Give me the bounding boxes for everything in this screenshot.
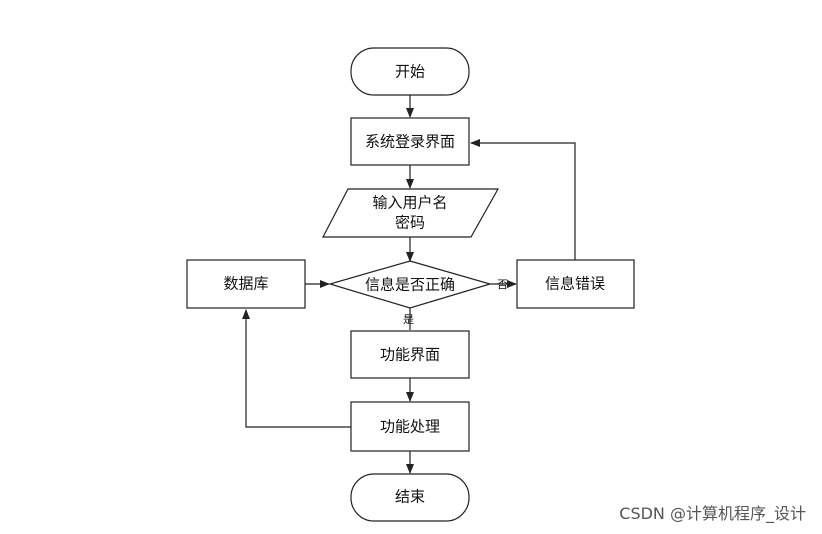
error-label: 信息错误 [545,275,605,293]
edge-error-to-login [470,139,576,260]
input-label-line1: 输入用户名 [372,194,447,212]
check-node: 信息是否正确 [327,260,493,309]
function-ui-label: 功能界面 [380,346,440,364]
input-label-line2: 密码 [395,214,425,232]
error-node: 信息错误 [516,259,635,309]
database-node: 数据库 [186,259,306,309]
login-node: 系统登录界面 [350,117,470,166]
end-node: 结束 [350,473,470,522]
input-node: 输入用户名 密码 [322,188,500,238]
function-proc-label: 功能处理 [380,418,440,436]
start-node: 开始 [350,47,470,96]
edge-label-yes: 是 [403,313,414,326]
edge-proc-to-database [242,309,351,428]
edge-label-no: 否 [497,278,508,291]
check-label: 信息是否正确 [365,276,455,294]
watermark: CSDN @计算机程序_设计 [619,504,806,523]
function-proc-node: 功能处理 [350,401,470,452]
function-ui-node: 功能界面 [350,330,470,379]
start-label: 开始 [395,63,425,81]
edges [242,95,576,474]
database-label: 数据库 [223,275,268,293]
end-label: 结束 [395,488,425,506]
login-label: 系统登录界面 [365,133,455,151]
